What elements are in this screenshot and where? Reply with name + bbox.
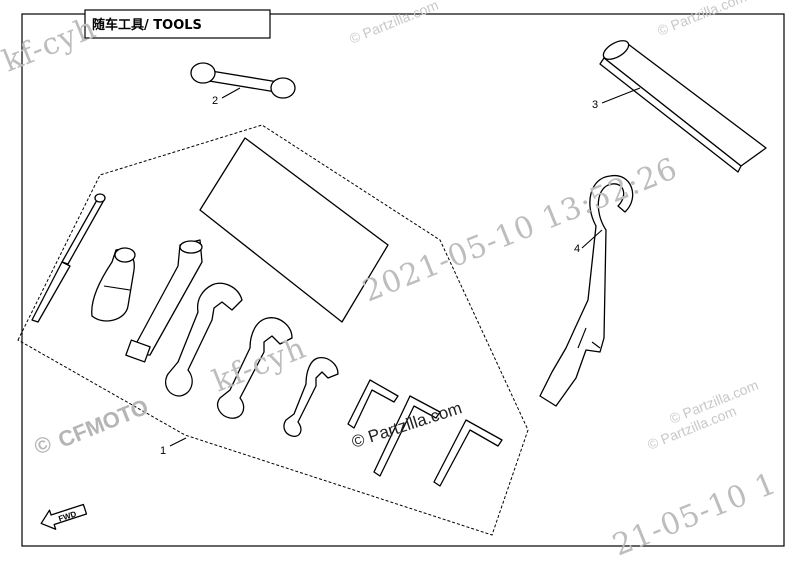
- fwd-arrow: FWD: [40, 503, 88, 530]
- part-3-tool-roll: [599, 40, 767, 173]
- hex-key-large: [433, 419, 503, 487]
- diagram-frame: [21, 13, 785, 547]
- box-wrench: [125, 239, 203, 363]
- diagram-title: 随车工具/ TOOLS: [92, 17, 202, 33]
- manual-card: [199, 137, 389, 323]
- open-wrench-large: [165, 282, 243, 397]
- hex-key-medium: [373, 395, 441, 477]
- callout-3: 3: [592, 99, 598, 111]
- part-2-pin: [190, 62, 296, 99]
- screwdriver-handle: [91, 247, 136, 322]
- open-wrench-small: [283, 357, 339, 437]
- leader-2: [221, 87, 241, 99]
- open-wrench-medium: [216, 317, 293, 419]
- watermark-user-top: kf-cyh: [0, 10, 101, 79]
- title-box: 随车工具/ TOOLS: [84, 9, 271, 39]
- watermark-partzilla-top-right: © Partzilla.com: [655, 0, 748, 39]
- tool-kit-outline: [17, 124, 529, 536]
- leader-1: [169, 437, 187, 447]
- leader-3: [601, 87, 641, 104]
- callout-2: 2: [212, 95, 218, 107]
- hex-key-small: [347, 379, 399, 429]
- callout-4: 4: [574, 243, 580, 255]
- watermark-cfmoto-logo: CFMOTO: [55, 394, 152, 453]
- part-1-tool-kit: [31, 137, 503, 487]
- part-4-hook-spanner: [539, 175, 634, 407]
- watermark-partzilla-top-left: © Partzilla.com: [347, 0, 440, 47]
- leader-4: [581, 229, 603, 249]
- watermark-date-bottom: 21-05-10 1: [608, 466, 782, 563]
- watermark-datetime-top: 2021-05-10 13:52:26: [358, 151, 683, 309]
- callout-1: 1: [160, 445, 166, 457]
- screwdriver: [31, 193, 106, 323]
- watermark-copyright-left: ©: [31, 430, 55, 459]
